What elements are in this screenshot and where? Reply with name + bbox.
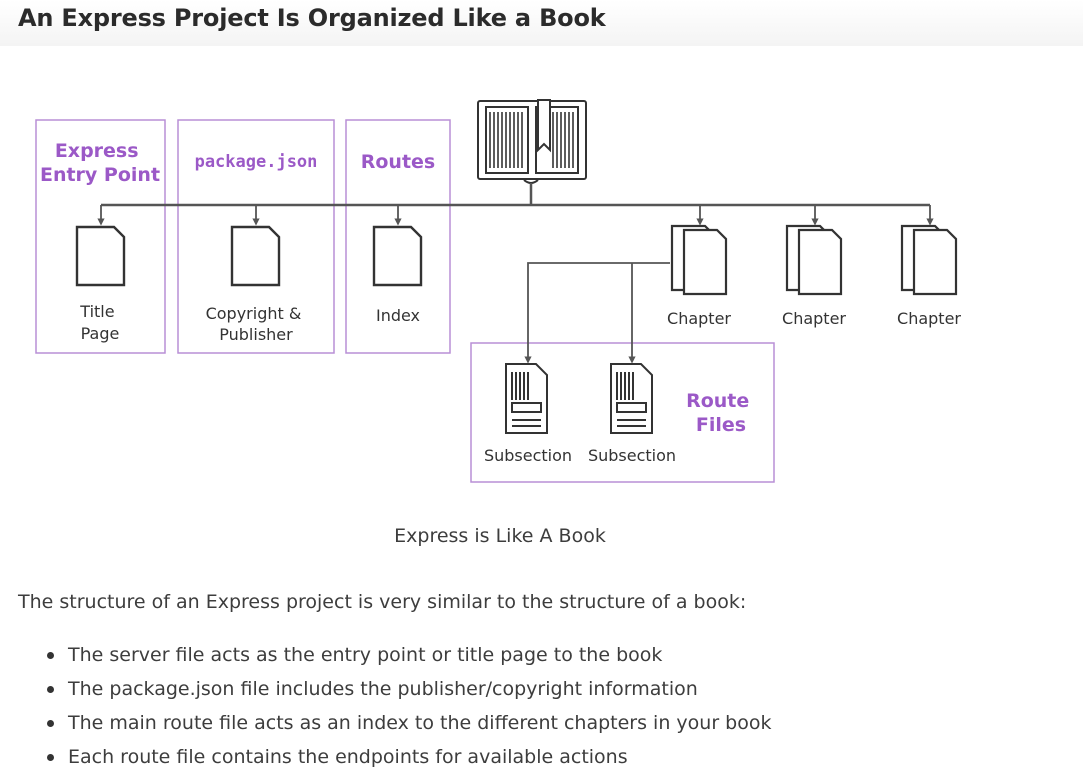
bullet-list: The server file acts as the entry point …	[18, 642, 772, 778]
bullet-icon	[47, 686, 54, 693]
title-page-label: Title Page	[79, 302, 119, 343]
chapter-label-1: Chapter	[667, 309, 731, 328]
document-icon-copyright	[230, 225, 281, 287]
list-item-text: The package.json file includes the publi…	[68, 678, 698, 700]
list-item: The server file acts as the entry point …	[18, 642, 772, 676]
list-item-text: Each route file contains the endpoints f…	[68, 746, 628, 768]
list-item: Each route file contains the endpoints f…	[18, 744, 772, 778]
stacked-document-icon-3	[900, 224, 958, 296]
stacked-document-icon-1	[670, 224, 728, 296]
header-bar	[0, 0, 1083, 46]
express-book-diagram: Express Entry Point package.json Routes …	[35, 99, 961, 483]
package-json-box	[177, 119, 335, 354]
routes-label: Routes	[361, 151, 436, 173]
list-item-text: The server file acts as the entry point …	[68, 644, 663, 666]
bullet-icon	[47, 754, 54, 761]
list-item: The package.json file includes the publi…	[18, 676, 772, 710]
route-files-label: Route Files	[686, 390, 756, 436]
route-files-box	[470, 342, 775, 483]
index-label: Index	[376, 306, 420, 325]
chapter-label-3: Chapter	[897, 309, 961, 328]
chapter-label-2: Chapter	[782, 309, 846, 328]
text-document-icon-2	[610, 363, 653, 434]
subsection-label-1: Subsection	[484, 446, 572, 465]
document-icon-index	[372, 225, 423, 287]
package-json-label: package.json	[195, 152, 318, 172]
intro-paragraph: The structure of an Express project is v…	[18, 591, 747, 613]
book-icon	[477, 99, 587, 184]
list-item-text: The main route file acts as an index to …	[68, 712, 772, 734]
page-title: An Express Project Is Organized Like a B…	[18, 4, 606, 32]
subsection-label-2: Subsection	[588, 446, 676, 465]
copyright-label: Copyright & Publisher	[206, 304, 307, 344]
express-entry-label: Express Entry Point	[40, 140, 160, 186]
stacked-document-icon-2	[785, 224, 843, 296]
document-icon-title	[75, 225, 126, 287]
bullet-icon	[47, 652, 54, 659]
text-document-icon-1	[505, 363, 548, 434]
routes-box	[345, 119, 451, 354]
bullet-icon	[47, 720, 54, 727]
express-entry-box	[35, 119, 166, 354]
list-item: The main route file acts as an index to …	[18, 710, 772, 744]
diagram-caption: Express is Like A Book	[394, 525, 606, 547]
